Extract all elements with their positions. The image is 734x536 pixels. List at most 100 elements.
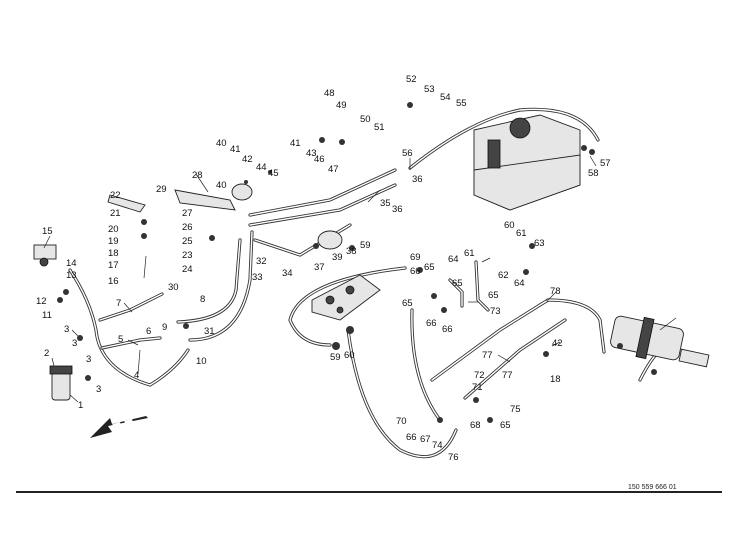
callout: 66 [406,432,417,443]
callout: 45 [268,168,279,179]
callout: 66 [442,324,453,335]
callout: 16 [108,276,119,287]
fasteners [57,102,657,423]
callout: 32 [256,256,267,267]
callout: 50 [360,114,371,125]
pump-icon [33,244,57,267]
callout: 51 [374,122,385,133]
callout: 76 [448,452,459,463]
callout: 1 [78,400,83,411]
callout: 6 [146,326,151,337]
callout: 37 [314,262,325,273]
callout: 73 [490,306,501,317]
callout: 36 [392,204,403,215]
document-number: 150 559 666 01 [628,484,677,491]
callout: 18 [108,248,119,259]
callout: 65 [452,278,463,289]
callout: 65 [500,420,511,431]
callout: 21 [110,208,121,219]
callout: 67 [420,434,431,445]
callout: 66 [410,266,421,277]
callout: 8 [200,294,205,305]
callout: 33 [252,272,263,283]
callout: 61 [464,248,475,259]
baseline-rule [16,491,722,493]
callout: 72 [474,370,485,381]
callout: 57 [600,158,611,169]
callout: 9 [162,322,167,333]
callout: 38 [346,246,357,257]
callout: 69 [410,252,421,263]
bracket-icon [107,183,253,213]
callout: 36 [412,174,423,185]
callout: 68 [470,420,481,431]
callout: 7 [116,298,121,309]
callout: 24 [182,264,193,275]
callout: 66 [426,318,437,329]
callout: 5 [118,334,123,345]
callout: 40 [216,180,227,191]
callout: 42 [552,338,563,349]
callout: 78 [550,286,561,297]
callout: 48 [324,88,335,99]
callout: 41 [290,138,301,149]
filter-icon [49,365,73,401]
callout: 75 [510,404,521,415]
callout: 29 [156,184,167,195]
callout: 71 [472,382,483,393]
direction-arrow-icon [90,416,148,438]
callout: 35 [380,198,391,209]
callout: 58 [588,168,599,179]
callout: 55 [456,98,467,109]
callout: 34 [282,268,293,279]
callout: 20 [108,224,119,235]
callout: 23 [182,250,193,261]
callout-labels: 1 2 3 3 3 3 4 5 6 7 8 9 10 11 12 13 14 1… [36,74,611,463]
callout: 30 [168,282,179,293]
callout: 15 [42,226,53,237]
callout: 64 [514,278,525,289]
callout: 44 [256,162,267,173]
callout: 3 [86,354,91,365]
callout: 46 [314,154,325,165]
callout: 11 [42,310,52,321]
callout: 40 [216,138,227,149]
callout: 3 [72,338,77,349]
callout: 65 [402,298,413,309]
callout: 54 [440,92,451,103]
callout: 70 [396,416,407,427]
callout: 10 [196,356,207,367]
callout: 63 [534,238,545,249]
leader-lines [43,155,677,403]
callout: 28 [192,170,203,181]
callout: 77 [502,370,513,381]
callout: 65 [488,290,499,301]
callout: 3 [64,324,69,335]
callout: 19 [108,236,119,247]
cylinder-icon [610,315,710,368]
callout: 12 [36,296,47,307]
callout: 62 [498,270,509,281]
callout: 77 [482,350,493,361]
callout: 17 [108,260,119,271]
callout: 65 [424,262,435,273]
hose-lines [68,107,662,459]
callout: 13 [66,270,77,281]
callout: 14 [66,258,77,269]
callout: 25 [182,236,193,247]
callout: 26 [182,222,193,233]
callout: 31 [204,326,215,337]
callout: 43 [306,148,317,159]
callout: 61 [516,228,527,239]
callout: 74 [432,440,443,451]
callout: 53 [424,84,435,95]
callout: 59 [330,352,341,363]
callout: 47 [328,164,339,175]
callout: 27 [182,208,193,219]
oil-tank-icon [473,114,581,211]
callout: 49 [336,100,347,111]
callout: 39 [332,252,343,263]
callout: 3 [96,384,101,395]
callout: 60 [344,350,355,361]
